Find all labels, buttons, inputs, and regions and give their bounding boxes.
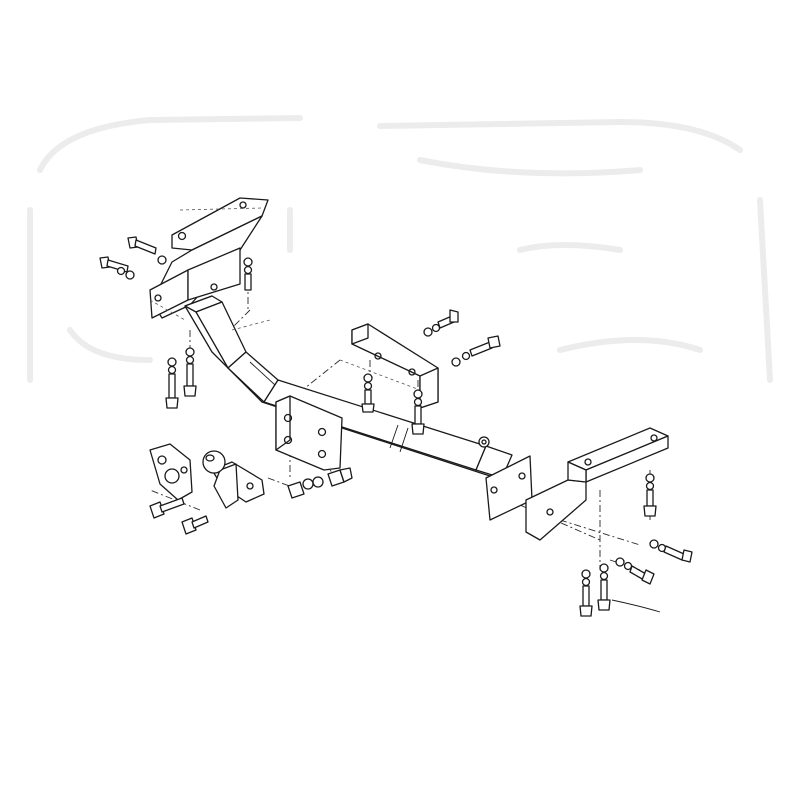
socket-plate — [149, 443, 193, 501]
right-mounting-bracket — [525, 427, 669, 541]
right-bolt-b — [615, 557, 655, 585]
tow-ball-flange-plate — [275, 395, 343, 471]
right-lower-bolt-b — [597, 563, 611, 611]
crossbar-nut — [478, 436, 490, 448]
right-bolt-a — [649, 539, 693, 563]
ball-bolt-a — [149, 497, 185, 519]
vehicle-edge-line — [611, 599, 661, 613]
left-bolt-b — [127, 236, 167, 265]
center-bolt-b — [451, 335, 501, 367]
right-lower-bolt-a — [579, 569, 593, 617]
ball-nuts — [287, 467, 353, 499]
left-vertical-bolt — [243, 257, 253, 291]
left-mounting-bracket — [149, 197, 269, 321]
tow-ball — [202, 450, 265, 509]
main-crossbar — [184, 295, 533, 521]
center-support-bracket — [351, 323, 439, 409]
left-bolt-a — [99, 256, 135, 280]
right-vertical-bolt — [643, 473, 657, 517]
left-lower-bolt-a — [165, 357, 179, 409]
vehicle-ghost-outline — [27, 115, 773, 383]
left-lower-bolt-b — [183, 347, 197, 397]
ball-bolt-b — [181, 515, 209, 535]
center-bolt-a — [423, 309, 459, 337]
center-lower-bolt-a — [361, 373, 375, 413]
center-lower-bolt-b — [411, 389, 425, 435]
